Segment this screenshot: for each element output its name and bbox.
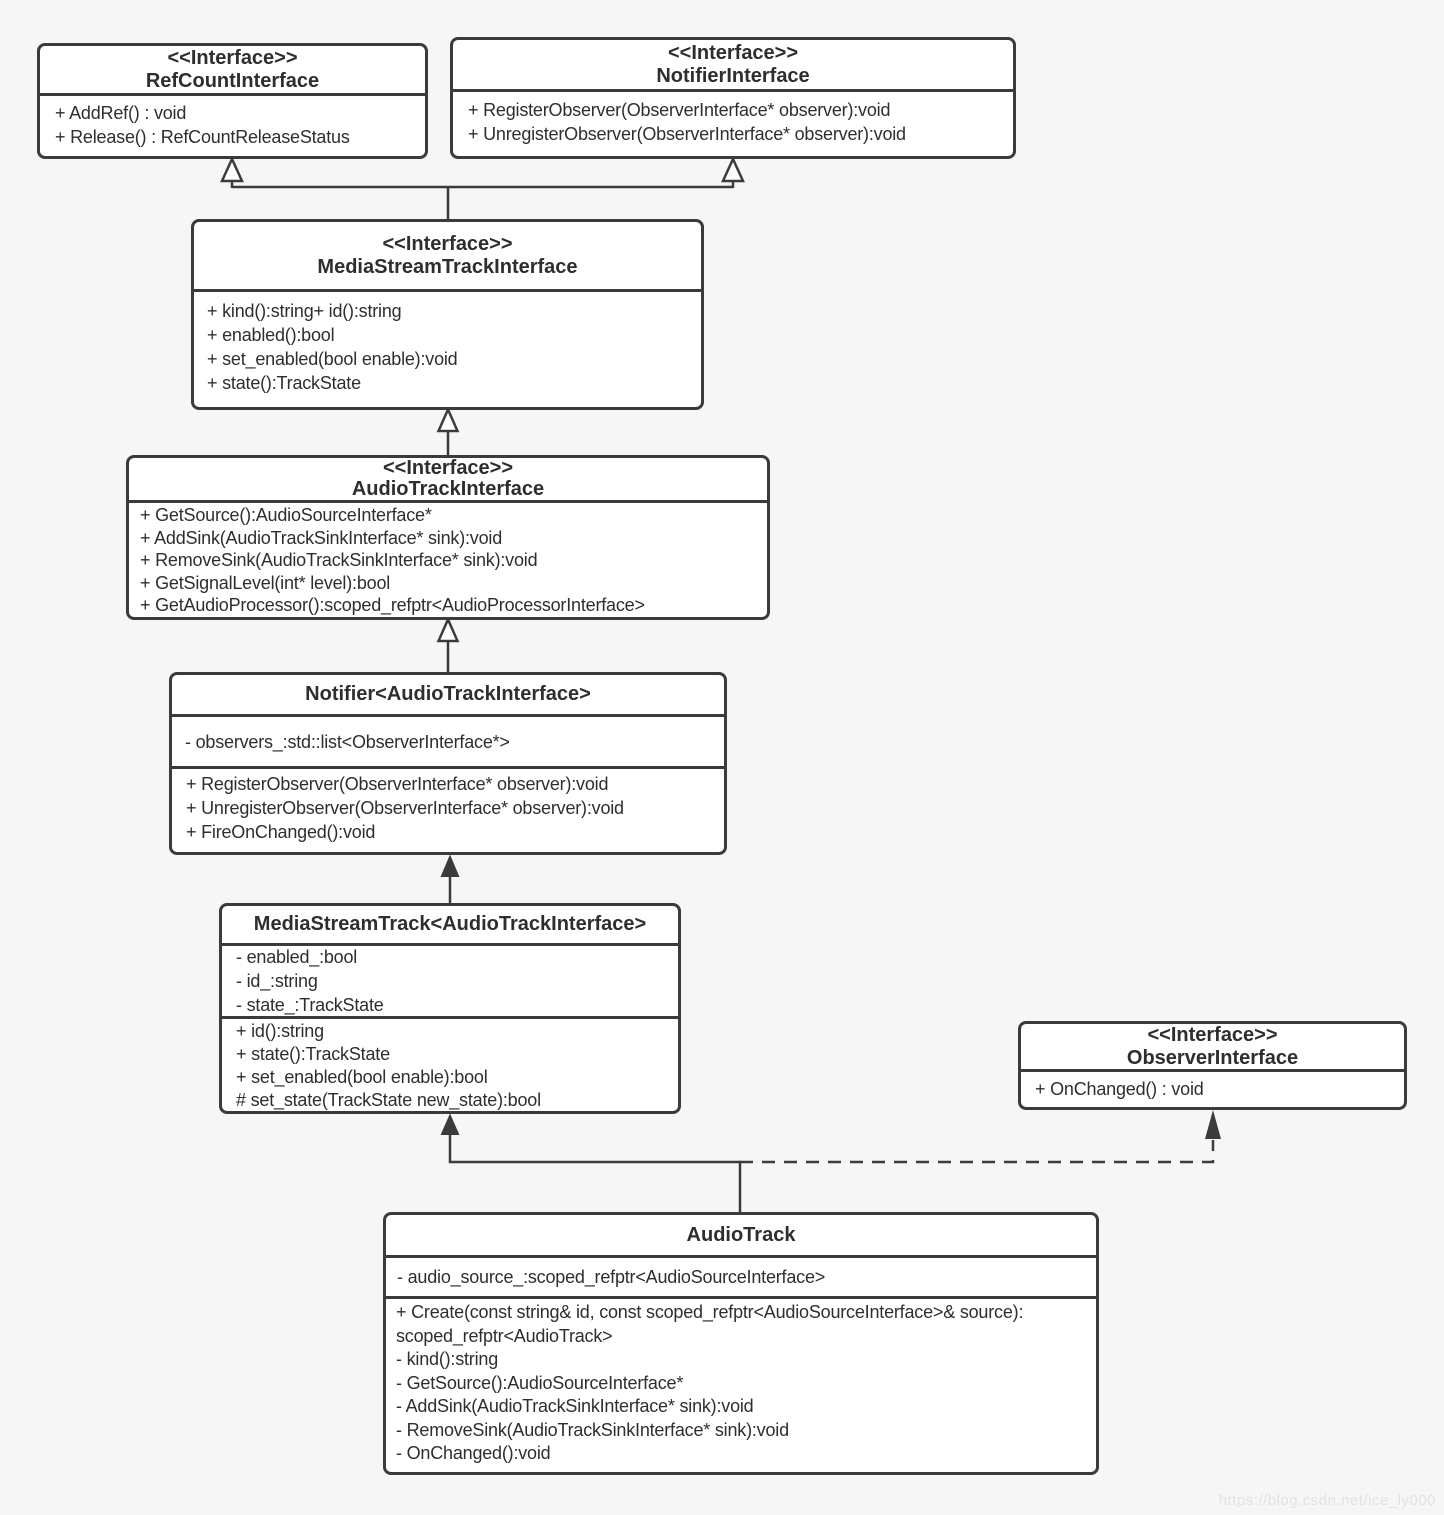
method-line: + AddSink(AudioTrackSinkInterface* sink)… (140, 527, 503, 548)
methods-compartment: + AddRef() : void + Release() : RefCount… (40, 96, 425, 149)
hollow-triangle-icon (220, 155, 244, 183)
method-line: - RemoveSink(AudioTrackSinkInterface* si… (396, 1419, 789, 1440)
class-mediastreamtrack-audiotrackinterface: MediaStreamTrack<AudioTrackInterface> - … (219, 903, 681, 1114)
hollow-triangle-icon (436, 616, 460, 643)
methods-compartment: + Create(const string& id, const scoped_… (386, 1299, 1096, 1466)
class-name: AudioTrack (686, 1223, 796, 1246)
attributes-compartment: - enabled_:bool - id_:string - state_:Tr… (222, 946, 678, 1019)
class-name: MediaStreamTrack<AudioTrackInterface> (253, 913, 647, 935)
method-line: - kind():string (396, 1349, 499, 1369)
method-line: + GetAudioProcessor():scoped_refptr<Audi… (140, 595, 645, 615)
methods-compartment: + GetSource():AudioSourceInterface* + Ad… (129, 503, 767, 617)
method-line: + AddRef() : void (55, 103, 187, 123)
class-name: AudioTrackInterface (351, 478, 545, 500)
attributes-compartment: - audio_source_:scoped_refptr<AudioSourc… (386, 1258, 1096, 1299)
method-line: # set_state(TrackState new_state):bool (236, 1090, 541, 1110)
method-line: + GetSource():AudioSourceInterface* (140, 505, 432, 525)
class-header: AudioTrack (386, 1215, 1096, 1258)
class-header: <<Interface>> AudioTrackInterface (129, 458, 767, 503)
class-audiotrack: AudioTrack - audio_source_:scoped_refptr… (383, 1212, 1099, 1475)
method-line: - AddSink(AudioTrackSinkInterface* sink)… (396, 1396, 754, 1416)
method-line: + UnregisterObserver(ObserverInterface* … (468, 124, 906, 144)
class-header: <<Interface>> NotifierInterface (453, 40, 1013, 92)
class-header: MediaStreamTrack<AudioTrackInterface> (222, 906, 678, 946)
method-line: + UnregisterObserver(ObserverInterface* … (186, 798, 624, 818)
method-line: + OnChanged() : void (1035, 1079, 1204, 1099)
method-line: + state():TrackState (207, 373, 361, 393)
class-header: Notifier<AudioTrackInterface> (172, 675, 724, 717)
class-name: MediaStreamTrackInterface (317, 255, 578, 278)
hollow-triangle-icon (721, 155, 745, 183)
filled-triangle-icon (440, 1113, 460, 1135)
methods-compartment: + kind():string+ id():string + enabled()… (194, 292, 701, 395)
attribute-line: - id_:string (236, 971, 318, 991)
attributes-compartment: - observers_:std::list<ObserverInterface… (172, 717, 724, 769)
method-line: + Release() : RefCountReleaseStatus (55, 127, 350, 147)
attribute-line: - observers_:std::list<ObserverInterface… (185, 731, 510, 752)
filled-triangle-icon (1205, 1110, 1221, 1139)
attribute-line: - enabled_:bool (236, 947, 358, 967)
method-line: + GetSignalLevel(int* level):bool (140, 572, 391, 593)
method-line: + set_enabled(bool enable):void (207, 349, 458, 369)
stereotype-label: <<Interface>> (382, 457, 514, 479)
class-name: RefCountInterface (145, 69, 320, 92)
class-notifier-audiotrackinterface: Notifier<AudioTrackInterface> - observer… (169, 672, 727, 855)
methods-compartment: + RegisterObserver(ObserverInterface* ob… (172, 769, 724, 844)
method-line: + kind():string+ id():string (207, 301, 402, 321)
class-header: <<Interface>> ObserverInterface (1021, 1024, 1404, 1072)
watermark: https://blog.csdn.net/ice_ly000 (1218, 1492, 1436, 1509)
filled-triangle-icon (440, 854, 460, 877)
attribute-line: - audio_source_:scoped_refptr<AudioSourc… (397, 1267, 826, 1287)
class-mediastreamtrackinterface: <<Interface>> MediaStreamTrackInterface … (191, 219, 704, 410)
class-observerinterface: <<Interface>> ObserverInterface + OnChan… (1018, 1021, 1407, 1110)
method-line: + id():string (236, 1021, 324, 1041)
stereotype-label: <<Interface>> (167, 46, 298, 69)
inheritance-arrow-audiotrack-to-mediastreamtrack (440, 1113, 742, 1212)
method-line: + RemoveSink(AudioTrackSinkInterface* si… (140, 550, 538, 570)
class-audiotrackinterface: <<Interface>> AudioTrackInterface + GetS… (126, 455, 770, 620)
stereotype-label: <<Interface>> (1147, 1023, 1278, 1046)
class-header: <<Interface>> RefCountInterface (40, 46, 425, 96)
hollow-triangle-icon (436, 406, 460, 433)
class-header: <<Interface>> MediaStreamTrackInterface (194, 222, 701, 292)
dashed-realization-arrow-audiotrack-to-observerinterface (740, 1110, 1221, 1164)
method-line: + RegisterObserver(ObserverInterface* ob… (186, 774, 609, 794)
method-line: + RegisterObserver(ObserverInterface* ob… (468, 100, 891, 120)
method-line: + set_enabled(bool enable):bool (236, 1067, 488, 1087)
generalization-arrow-notifier-to-audiotrackinterface (436, 616, 460, 672)
method-line: + enabled():bool (207, 325, 335, 345)
method-line: - OnChanged():void (396, 1443, 551, 1463)
inheritance-arrow-mediastreamtrack-to-notifier (440, 854, 460, 903)
class-name: NotifierInterface (656, 64, 810, 87)
stereotype-label: <<Interface>> (667, 41, 799, 64)
method-line: - GetSource():AudioSourceInterface* (396, 1372, 684, 1393)
methods-compartment: + RegisterObserver(ObserverInterface* ob… (453, 92, 1013, 146)
class-name: Notifier<AudioTrackInterface> (305, 683, 591, 705)
class-name: ObserverInterface (1126, 1046, 1299, 1069)
class-notifierinterface: <<Interface>> NotifierInterface + Regist… (450, 37, 1016, 159)
methods-compartment: + OnChanged() : void (1021, 1072, 1404, 1101)
generalization-arrow-audiotrackinterface-to-mediastreamtrackinterface (436, 406, 460, 455)
method-line: + FireOnChanged():void (186, 822, 376, 842)
method-line: + state():TrackState (236, 1044, 390, 1064)
stereotype-label: <<Interface>> (382, 232, 513, 255)
attribute-line: - state_:TrackState (236, 995, 384, 1015)
method-line: + Create(const string& id, const scoped_… (396, 1302, 1024, 1346)
methods-compartment: + id():string + state():TrackState + set… (222, 1019, 678, 1111)
class-refcountinterface: <<Interface>> RefCountInterface + AddRef… (37, 43, 428, 159)
generalization-arrow-mediastreamtrackinterface-to-refcountinterface-and-notifierinterface (220, 155, 745, 219)
